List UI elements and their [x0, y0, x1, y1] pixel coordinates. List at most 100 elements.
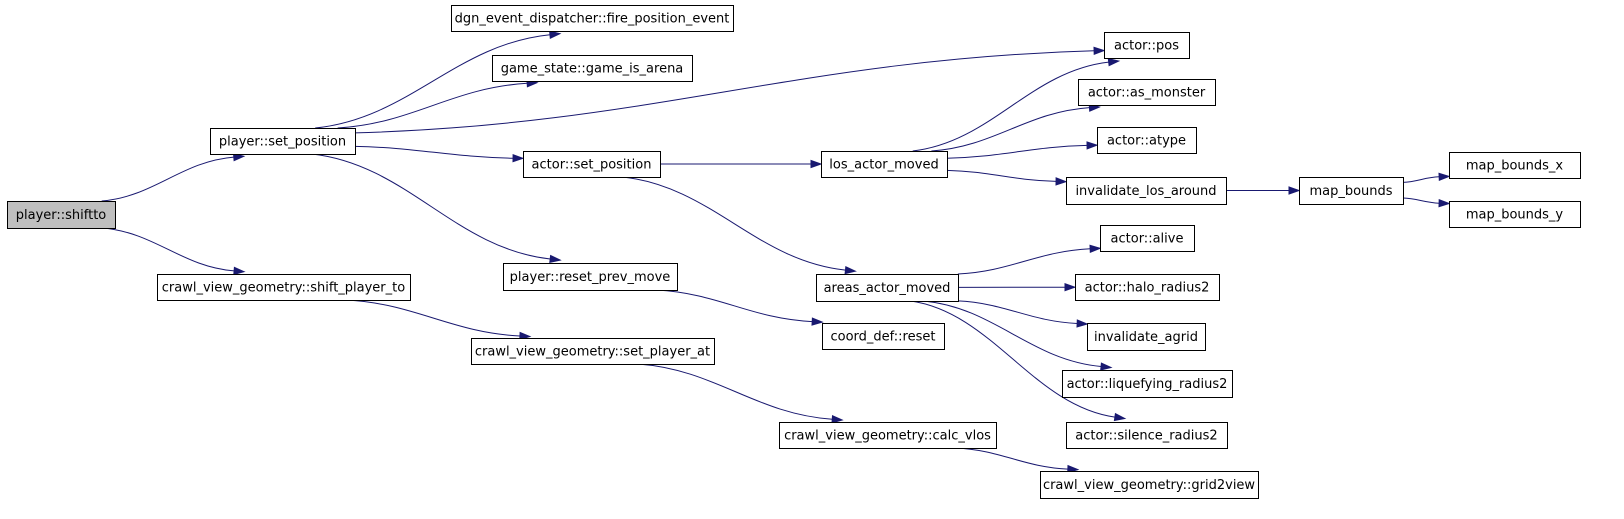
- node-calc-vlos[interactable]: crawl_view_geometry::calc_vlos: [779, 422, 997, 449]
- edge-shiftto-to-set-position: [101, 153, 246, 202]
- edges-layer: [101, 30, 1451, 474]
- node-actor-set-position[interactable]: actor::set_position: [523, 151, 661, 178]
- edge-line: [946, 169, 1057, 182]
- node-label: crawl_view_geometry::set_player_at: [475, 345, 710, 360]
- edge-los-actor-moved-to-invalidate-los-around: [946, 169, 1068, 186]
- node-label: actor::liquefying_radius2: [1067, 377, 1228, 392]
- arrowhead-icon: [1100, 362, 1113, 371]
- node-label: actor::atype: [1107, 134, 1186, 149]
- node-los-actor-moved[interactable]: los_actor_moved: [821, 151, 948, 178]
- node-label: game_state::game_is_arena: [501, 62, 684, 77]
- edge-line: [957, 248, 1091, 275]
- node-label: map_bounds_x: [1466, 159, 1564, 174]
- edge-actor-set-position-to-los-actor-moved: [660, 159, 823, 169]
- node-box: [1100, 225, 1195, 252]
- node-map-bounds-x[interactable]: map_bounds_x: [1449, 152, 1581, 179]
- node-alive[interactable]: actor::alive: [1100, 225, 1195, 252]
- edge-shift-player-to-to-set-player-at: [346, 299, 532, 341]
- node-as-monster[interactable]: actor::as_monster: [1078, 79, 1216, 106]
- node-box: [1097, 127, 1197, 154]
- node-box: [157, 274, 411, 301]
- node-box: [523, 151, 661, 178]
- edge-set-position-to-actor-set-position: [354, 145, 525, 163]
- node-label: los_actor_moved: [829, 158, 938, 173]
- node-set-position[interactable]: player::set_position: [210, 128, 356, 155]
- node-label: map_bounds: [1309, 184, 1392, 199]
- edge-line: [912, 61, 1109, 152]
- node-map-bounds[interactable]: map_bounds: [1299, 177, 1404, 205]
- arrowhead-icon: [1438, 198, 1451, 208]
- node-halo-radius2[interactable]: actor::halo_radius2: [1075, 274, 1220, 301]
- edge-reset-prev-move-to-coord-reset: [656, 289, 824, 326]
- node-shift-player-to[interactable]: crawl_view_geometry::shift_player_to: [157, 274, 411, 301]
- arrowhead-icon: [1086, 141, 1099, 150]
- arrowhead-icon: [831, 415, 844, 424]
- edge-areas-actor-moved-to-liquefying-radius2: [923, 300, 1113, 371]
- arrowhead-icon: [1288, 186, 1301, 195]
- node-grid2view[interactable]: crawl_view_geometry::grid2view: [1040, 471, 1259, 499]
- node-box: [1087, 323, 1206, 351]
- node-reset-prev-move[interactable]: player::reset_prev_move: [503, 263, 678, 291]
- node-box: [1066, 177, 1227, 205]
- edge-line: [101, 156, 234, 202]
- node-coord-reset[interactable]: coord_def::reset: [822, 323, 945, 350]
- arrowhead-icon: [811, 317, 824, 326]
- node-label: actor::halo_radius2: [1085, 281, 1210, 296]
- arrowhead-icon: [512, 153, 525, 163]
- node-actor-pos[interactable]: actor::pos: [1104, 32, 1190, 59]
- node-set-player-at[interactable]: crawl_view_geometry::set_player_at: [471, 338, 715, 365]
- edge-line: [931, 107, 1090, 152]
- edge-map-bounds-to-map-bounds-x: [1402, 172, 1451, 183]
- node-map-bounds-y[interactable]: map_bounds_y: [1449, 201, 1581, 228]
- edge-line: [946, 144, 1088, 159]
- arrowhead-icon: [1113, 412, 1127, 422]
- arrowhead-icon: [1107, 58, 1121, 67]
- node-invalidate-los-around[interactable]: invalidate_los_around: [1066, 177, 1227, 205]
- node-silence-radius2[interactable]: actor::silence_radius2: [1066, 422, 1228, 449]
- edge-line: [956, 447, 1068, 470]
- node-box: [210, 128, 356, 155]
- node-liquefying-radius2[interactable]: actor::liquefying_radius2: [1062, 370, 1233, 398]
- edge-line: [315, 34, 551, 129]
- edge-line: [910, 300, 1115, 418]
- node-invalidate-agrid[interactable]: invalidate_agrid: [1087, 323, 1206, 351]
- edge-map-bounds-to-map-bounds-y: [1402, 197, 1451, 208]
- arrowhead-icon: [844, 265, 857, 275]
- node-label: actor::silence_radius2: [1075, 429, 1217, 444]
- node-box: [1104, 32, 1190, 59]
- edge-areas-actor-moved-to-halo-radius2: [957, 282, 1077, 292]
- edge-line: [311, 153, 551, 260]
- node-label: coord_def::reset: [831, 330, 936, 345]
- arrowhead-icon: [549, 254, 562, 264]
- edge-set-position-to-actor-pos: [354, 46, 1106, 134]
- node-box: [471, 338, 715, 365]
- node-label: actor::set_position: [532, 158, 652, 173]
- arrowhead-icon: [233, 266, 246, 276]
- node-box: [492, 55, 693, 82]
- edge-line: [638, 363, 833, 420]
- edge-areas-actor-moved-to-alive: [957, 244, 1102, 275]
- node-label: dgn_event_dispatcher::fire_position_even…: [455, 12, 730, 27]
- edge-set-position-to-game-is-arena: [337, 79, 539, 129]
- edge-actor-set-position-to-areas-actor-moved: [622, 176, 857, 275]
- edge-line: [622, 176, 846, 271]
- arrowhead-icon: [1064, 282, 1077, 292]
- node-shiftto[interactable]: player::shiftto: [7, 201, 116, 229]
- edge-line: [656, 289, 813, 323]
- node-game-is-arena[interactable]: game_state::game_is_arena: [492, 55, 693, 82]
- node-box: [1062, 370, 1233, 398]
- node-areas-actor-moved[interactable]: areas_actor_moved: [816, 274, 959, 302]
- node-label: map_bounds_y: [1466, 208, 1564, 223]
- node-label: player::reset_prev_move: [510, 270, 671, 285]
- node-label: crawl_view_geometry::grid2view: [1043, 478, 1255, 493]
- nodes-layer: player::shiftto player::set_positioncrawl…: [7, 5, 1581, 499]
- edge-line: [337, 82, 528, 129]
- node-label: actor::alive: [1111, 232, 1184, 247]
- node-fire-position-event[interactable]: dgn_event_dispatcher::fire_position_even…: [451, 5, 734, 32]
- edge-set-position-to-reset-prev-move: [311, 153, 562, 264]
- node-box: [1040, 471, 1259, 499]
- edge-line: [957, 300, 1078, 324]
- edge-line: [102, 227, 235, 272]
- node-atype[interactable]: actor::atype: [1097, 127, 1197, 154]
- edge-set-player-at-to-calc-vlos: [638, 363, 844, 424]
